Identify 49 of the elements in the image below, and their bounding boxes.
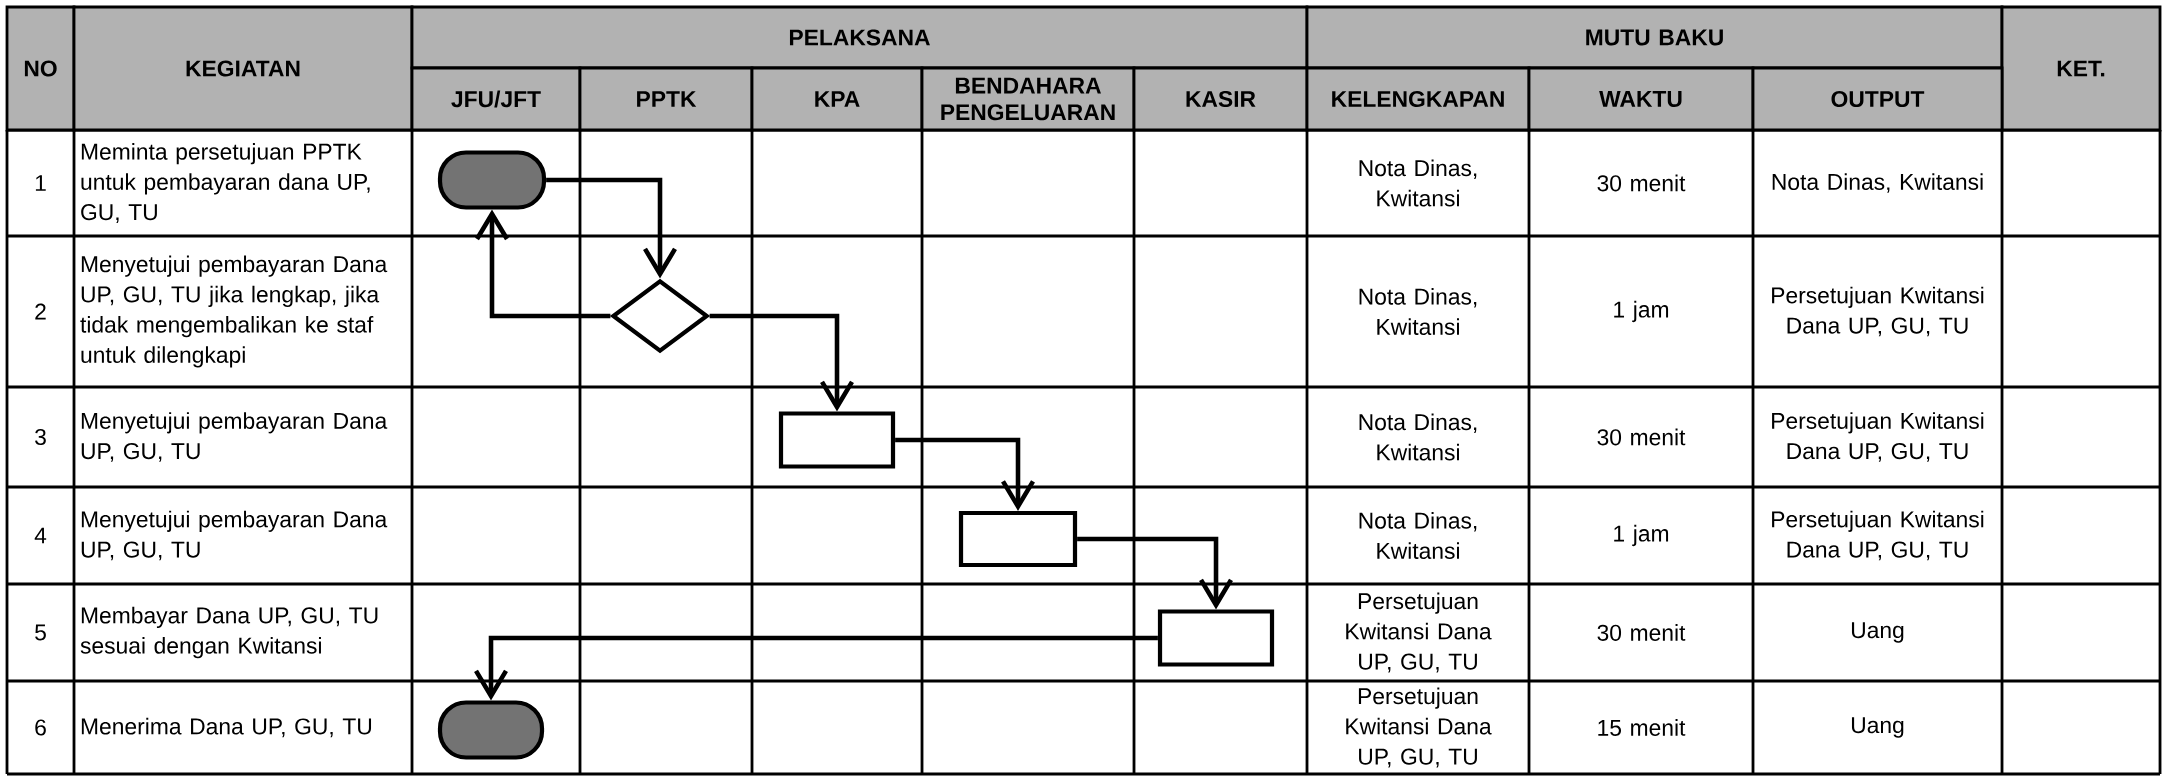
activity-text: Menyetujui pembayaran Dana UP, GU, TU (81, 510, 388, 561)
table-text: 30 menit (1597, 174, 1686, 192)
terminator-shape (437, 150, 547, 210)
row-number: 5 (35, 624, 46, 641)
header-cell: WAKTU (1527, 66, 1755, 132)
arrow (709, 313, 854, 412)
table-text: Nota Dinas, Kwitansi (1359, 512, 1477, 559)
table-text: Nota Dinas, Kwitansi (1772, 173, 1983, 193)
table-text: Persetujuan Kwitansi Dana UP, GU, TU (1772, 412, 1984, 462)
terminator-shape (437, 700, 545, 760)
table-text: 1 jam (1614, 300, 1669, 323)
row-number: 1 (35, 175, 46, 191)
row-number: 2 (35, 303, 46, 320)
activity-text: Meminta persetujuan PPTK untuk pembayaran dana UP, GU, TU (81, 143, 370, 223)
arrow (1077, 536, 1233, 610)
row-number: 4 (34, 527, 47, 544)
arrow (546, 177, 677, 279)
table-text: Uang (1851, 717, 1904, 738)
activity-text: Menerima Dana UP, GU, TU (81, 717, 372, 738)
process-box (778, 411, 896, 469)
header-cell: JFU/JFT (410, 66, 582, 132)
table-text: Persetujuan Kwitansi Dana UP, GU, TU (1772, 286, 1984, 337)
header-cell: OUTPUT (1751, 66, 2004, 132)
arrow (474, 635, 1158, 701)
table-text: Nota Dinas, Kwitansi (1359, 413, 1477, 461)
table-text: Nota Dinas, Kwitansi (1359, 288, 1477, 335)
header-cell: NO (5, 5, 76, 132)
process-box (958, 510, 1078, 568)
row-number: 6 (35, 719, 46, 736)
table-text: 1 jam (1614, 524, 1669, 547)
table-text: Nota Dinas, Kwitansi (1359, 159, 1477, 207)
header-cell: BENDAHARA PENGELUARAN (920, 66, 1136, 132)
header-cell: PPTK (578, 66, 754, 132)
row-number: 3 (35, 428, 46, 446)
table-text: 30 menit (1597, 624, 1686, 641)
header-cell: KET. (2000, 5, 2162, 132)
table-text: Persetujuan Kwitansi Dana UP, GU, TU (1346, 687, 1492, 768)
table-text: Persetujuan Kwitansi Dana UP, GU, TU (1772, 510, 1984, 561)
header-cell: KPA (750, 66, 924, 132)
header-cell: KELENGKAPAN (1305, 66, 1531, 132)
table-text: Uang (1851, 622, 1904, 643)
table-text: 15 menit (1598, 719, 1686, 736)
arrow (475, 209, 611, 319)
activity-text: Menyetujui pembayaran Dana UP, GU, TU jika lengkap, jika tidak mengembalikan ke staf untuk dilengkapi (80, 255, 388, 368)
activity-text: Menyetujui pembayaran Dana UP, GU, TU (81, 412, 388, 462)
arrow (895, 437, 1035, 511)
process-box (1157, 609, 1275, 667)
header-cell: KASIR (1132, 66, 1309, 132)
table-text: 30 menit (1597, 428, 1686, 446)
